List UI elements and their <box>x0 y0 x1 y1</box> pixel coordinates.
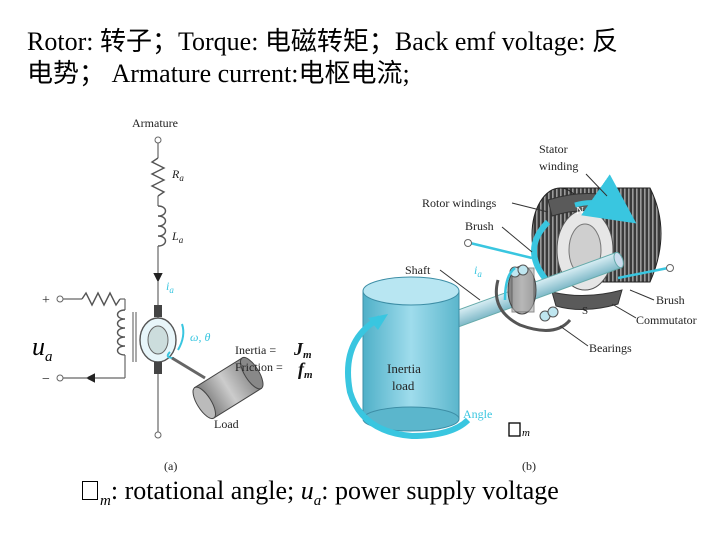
diagram-b: N S <box>345 142 697 473</box>
footer-definitions: m: rotational angle; ua: power supply vo… <box>82 476 559 510</box>
friction-label: Friction = <box>235 360 283 374</box>
diagram-a: Armature Ra La ia + − ua <box>32 116 313 473</box>
rotor-rotation-arrow <box>531 219 551 284</box>
footer-u-sub: a <box>313 493 322 510</box>
caption-a: (a) <box>164 459 177 473</box>
stator-winding-label-1: Stator <box>539 142 568 156</box>
inertia-load-cylinder <box>362 276 460 432</box>
theta-glyph <box>82 481 98 500</box>
resistor-ra <box>150 157 166 197</box>
brush-top-a <box>154 305 162 317</box>
shaft-a <box>171 356 206 380</box>
angle-arrow <box>345 315 471 440</box>
brush-lead-right <box>617 266 669 280</box>
angle-label: Angle <box>463 407 492 421</box>
inertia-label: Inertia = <box>235 343 276 357</box>
ia-label-a: ia <box>166 279 174 295</box>
footer-text-2: : power supply voltage <box>321 476 559 505</box>
armature-terminal-bottom <box>154 431 162 439</box>
field-terminal-plus <box>56 295 64 303</box>
theta-m-sub-b: m <box>522 427 530 439</box>
ra-label: Ra <box>171 167 184 183</box>
heading: Rotor: 转子；Torque: 电磁转矩；Back emf voltage:… <box>27 26 707 90</box>
armature-label: Armature <box>132 116 178 130</box>
inductor-la <box>157 205 167 247</box>
n-pole-label: N <box>576 205 584 217</box>
la-label: La <box>171 229 184 245</box>
bearings-label: Bearings <box>589 341 632 355</box>
caption-b: (b) <box>522 459 536 473</box>
heading-line-1: Rotor: 转子；Torque: 电磁转矩；Back emf voltage:… <box>27 27 619 56</box>
brush-right-label: Brush <box>656 293 685 307</box>
field-resistor <box>81 291 121 307</box>
rotor-windings-label: Rotor windings <box>422 196 497 210</box>
armature-terminal-top <box>154 136 162 144</box>
brush-lead-top <box>469 241 533 260</box>
load-label: Load <box>214 417 239 431</box>
field-terminal-minus <box>56 374 64 382</box>
inertia-load-label-1: Inertia <box>387 361 421 376</box>
ia-label-b: ia <box>474 263 482 279</box>
jm-label: Jm <box>293 339 312 361</box>
s-pole-label: S <box>582 305 588 317</box>
theta-sub: m <box>100 493 111 510</box>
stator-winding-label-2: winding <box>539 159 578 173</box>
plus-sign: + <box>42 293 50 308</box>
heading-line-2: 电势； Armature current:电枢电流; <box>27 59 410 88</box>
minus-sign: − <box>42 372 50 387</box>
footer-u: u <box>300 476 314 505</box>
field-coil <box>116 309 126 356</box>
commutator-label: Commutator <box>636 313 697 327</box>
inertia-load-label-2: load <box>392 378 415 393</box>
brush-top-label: Brush <box>465 219 494 233</box>
shaft-label: Shaft <box>405 263 431 277</box>
load-cylinder-a <box>192 356 264 420</box>
ua-label: ua <box>32 332 53 365</box>
bearing-ring <box>494 279 572 332</box>
omega-theta-label: ω, θ <box>190 330 210 344</box>
theta-box-b <box>508 422 521 437</box>
fm-label: fm <box>298 359 313 381</box>
brush-bottom-a <box>154 362 162 374</box>
s-pole-piece <box>551 289 623 310</box>
footer-text-1: : rotational angle; <box>110 476 301 505</box>
